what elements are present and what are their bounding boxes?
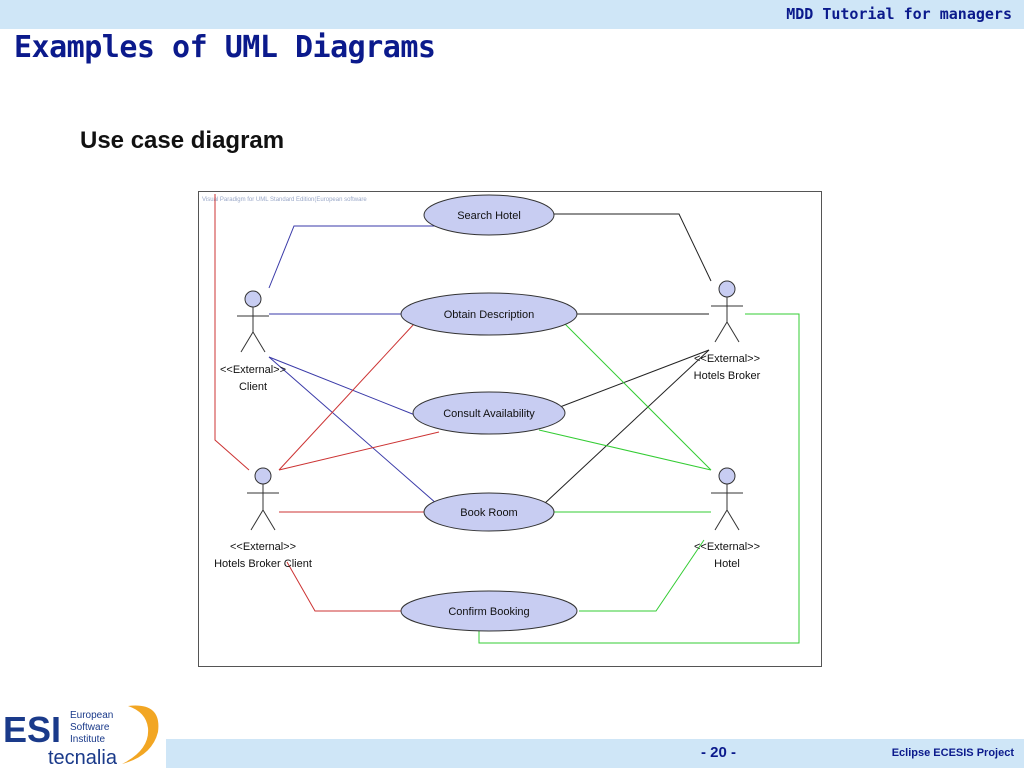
footer-bar: - 20 - Eclipse ECESIS Project xyxy=(166,739,1024,768)
use-case-consult-availability: Consult Availability xyxy=(412,391,566,435)
actor-client xyxy=(237,290,269,353)
link-hbc-obtain xyxy=(278,323,415,471)
header-tag: MDD Tutorial for managers xyxy=(786,5,1012,23)
link-hbc-confirm xyxy=(286,561,403,612)
use-case-diagram: Visual Paradigm for UML Standard Edition… xyxy=(198,191,822,667)
hotel-links xyxy=(478,313,800,644)
actor-hotel-name: Hotel xyxy=(714,558,740,570)
link-hotel-broker-confirm xyxy=(478,313,800,644)
link-hotel-obtain xyxy=(563,322,712,471)
logo-line1: European xyxy=(70,710,113,721)
use-case-search-hotel: Search Hotel xyxy=(423,194,555,236)
logo-brand: tecnalia xyxy=(48,747,118,768)
link-broker-book xyxy=(543,349,710,505)
broker-client-links xyxy=(214,194,440,612)
link-hotel-confirm xyxy=(579,539,705,612)
use-case-consult-availability-label: Consult Availability xyxy=(443,408,535,420)
actor-hotels-broker-client-name: Hotels Broker Client xyxy=(214,558,312,570)
actor-hotels-broker xyxy=(711,280,743,343)
actor-hotels-broker-client xyxy=(247,467,279,531)
link-hbc-consult xyxy=(278,431,440,471)
logo-line3: Institute xyxy=(70,734,105,745)
use-case-confirm-booking-label: Confirm Booking xyxy=(448,606,529,618)
link-hbc-frame xyxy=(214,194,250,471)
use-case-book-room: Book Room xyxy=(423,492,555,532)
actor-hotels-broker-stereotype: <<External>> xyxy=(694,353,760,365)
footer-project: Eclipse ECESIS Project xyxy=(891,747,1014,759)
link-client-book xyxy=(268,356,438,505)
client-links xyxy=(268,225,438,505)
page-number: - 20 - xyxy=(701,744,737,761)
actor-client-stereotype: <<External>> xyxy=(220,364,286,376)
use-case-book-room-label: Book Room xyxy=(460,507,517,519)
esi-tecnalia-logo: ESI European Software Institute tecnalia xyxy=(0,700,166,769)
use-case-confirm-booking: Confirm Booking xyxy=(400,590,578,632)
logo-line2: Software xyxy=(70,722,110,733)
link-broker-search xyxy=(554,213,712,282)
logo-mark: ESI European Software Institute tecnalia xyxy=(3,705,159,769)
actor-hotel-stereotype: <<External>> xyxy=(694,541,760,553)
link-client-search xyxy=(268,225,435,289)
use-case-obtain-description-label: Obtain Description xyxy=(444,309,535,321)
diagram-canvas: Visual Paradigm for UML Standard Edition… xyxy=(202,194,800,644)
actor-client-name: Client xyxy=(239,381,267,393)
broker-links xyxy=(538,213,712,505)
actor-hotels-broker-name: Hotels Broker xyxy=(694,370,761,382)
logo-swoosh-icon xyxy=(122,705,159,764)
slide-subtitle: Use case diagram xyxy=(80,127,285,154)
header-bar: MDD Tutorial for managers xyxy=(0,0,1024,29)
diagram-watermark: Visual Paradigm for UML Standard Edition… xyxy=(202,197,367,203)
use-case-obtain-description: Obtain Description xyxy=(400,292,578,336)
link-client-consult xyxy=(268,356,416,416)
actor-hotels-broker-client-stereotype: <<External>> xyxy=(230,541,296,553)
link-hotel-consult xyxy=(538,429,712,471)
logo-esi-text: ESI xyxy=(3,709,61,750)
actor-hotel xyxy=(711,467,743,531)
use-case-search-hotel-label: Search Hotel xyxy=(457,210,521,222)
slide-title: Examples of UML Diagrams xyxy=(14,30,436,65)
